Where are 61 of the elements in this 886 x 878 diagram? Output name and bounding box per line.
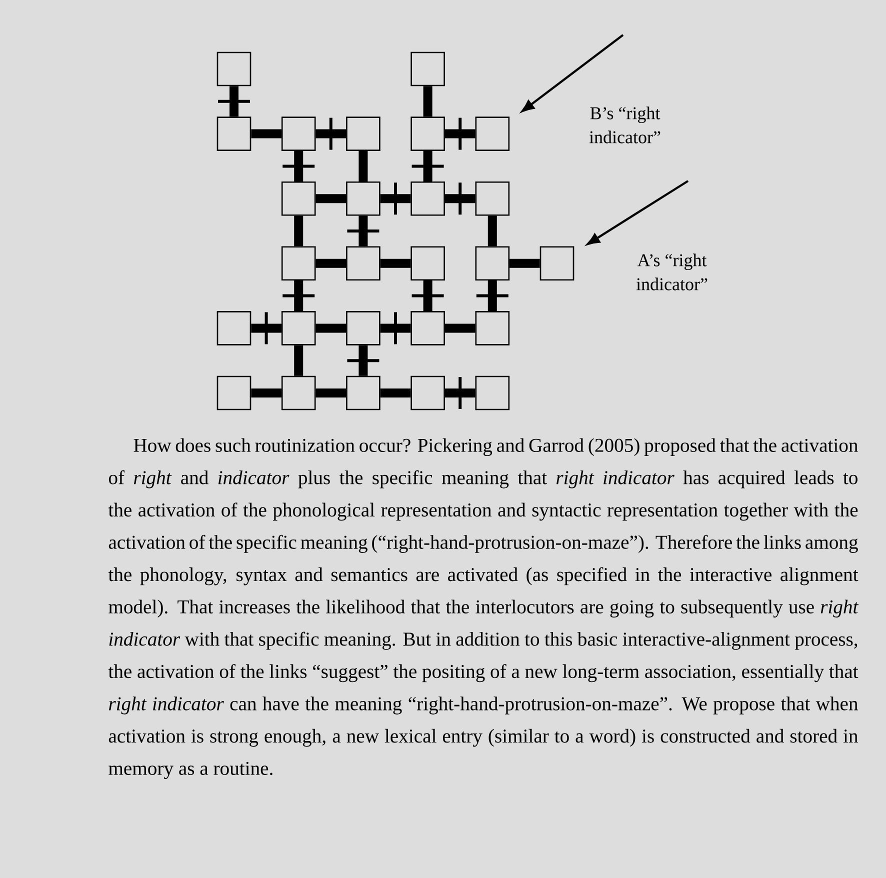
maze-link — [251, 388, 282, 398]
maze-link — [488, 280, 497, 312]
maze-box — [216, 116, 252, 151]
maze-box — [475, 376, 510, 410]
maze-box — [410, 116, 445, 151]
maze-box — [281, 181, 316, 216]
maze-link — [316, 388, 346, 398]
maze-link — [358, 150, 368, 182]
maze-box — [216, 376, 252, 410]
maze-link — [444, 129, 476, 138]
maze-link — [294, 345, 304, 376]
indicator-label: A’s “right indicator” — [636, 254, 708, 290]
arrow — [587, 180, 689, 245]
maze-box — [346, 311, 380, 346]
maze-link — [316, 194, 346, 204]
maze-box — [346, 246, 380, 281]
maze-box — [540, 246, 574, 281]
maze-link — [316, 324, 346, 333]
maze-link — [423, 86, 432, 117]
maze-box — [410, 311, 445, 346]
maze-link — [358, 216, 368, 246]
maze-link — [251, 129, 282, 138]
maze-link — [488, 216, 497, 246]
maze-box — [475, 116, 510, 151]
body-paragraph: How does such routinization occur? Pickering and Garrod (2005) proposed that the activation of right and indicator plus the specific meaning that right indicator has acquired leads to the activation of the phonological representation and syntactic representation together with the activation of the specific meaning (“right-hand-protrusion-on-maze”). Therefore the links among the phonology, syntax and semantics are activated (as specified in the interactive alignment model). That increases the likelihood that the interlocutors are going to subsequently use right indicator with that specific meaning. But in addition to this basic interactive-alignment process, the activation of the links “suggest” the positing of a new long-term association, essentially that right indicator can have the meaning “right-hand-protrusion-on-maze”. We propose that when activation is strong enough, a new lexical entry (similar to a word) is constructed and stored in memory as a routine. — [108, 438, 859, 780]
maze-box — [281, 311, 316, 346]
maze-box — [346, 181, 380, 216]
maze-link — [444, 324, 476, 333]
maze-box — [475, 181, 510, 216]
maze-link — [423, 280, 432, 312]
maze-box — [216, 52, 252, 86]
maze-link — [444, 388, 476, 398]
maze-link — [294, 216, 304, 246]
maze-link — [380, 388, 411, 398]
maze-link — [251, 324, 282, 333]
maze-box — [410, 376, 445, 410]
maze-box — [281, 246, 316, 281]
arrow — [522, 34, 624, 112]
maze-box — [346, 376, 380, 410]
maze-box — [475, 246, 510, 281]
maze-box — [281, 376, 316, 410]
maze-link — [230, 86, 238, 117]
maze-box — [475, 311, 510, 346]
maze-link — [380, 324, 411, 333]
maze-link — [316, 129, 346, 138]
maze-link — [380, 258, 411, 268]
maze-link — [358, 345, 368, 376]
maze-link — [444, 194, 476, 204]
maze-link — [423, 150, 432, 182]
maze-box — [346, 116, 380, 151]
maze-link — [294, 280, 304, 312]
maze-box — [216, 311, 252, 346]
maze-link — [380, 194, 411, 204]
maze-box — [281, 116, 316, 151]
indicator-label: B’s “right indicator” — [589, 106, 660, 144]
maze-box — [410, 52, 445, 86]
maze-link — [510, 258, 540, 268]
maze-box — [410, 181, 445, 216]
maze-box — [410, 246, 445, 281]
maze-link — [294, 150, 304, 182]
maze-link — [316, 258, 346, 268]
